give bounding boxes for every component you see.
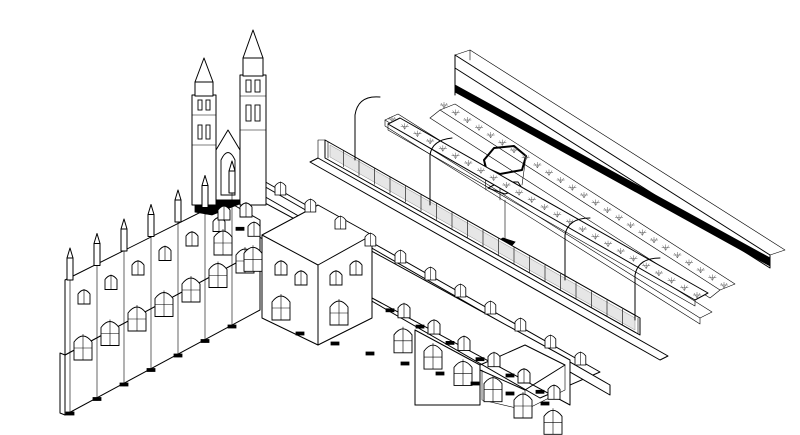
plant-mark (684, 259, 694, 266)
plant-mark (708, 274, 717, 281)
arch-mark (574, 351, 587, 366)
foot-mark (535, 389, 545, 394)
bigarch-mark (513, 391, 533, 419)
bigarch-mark (483, 375, 503, 403)
foot-mark (445, 340, 455, 345)
arch-mark (304, 198, 317, 213)
plant-mark (521, 154, 530, 161)
foot-mark (540, 401, 550, 406)
plant-mark (626, 221, 635, 229)
foot-mark (505, 391, 515, 396)
planter-rail-upper-layer (429, 103, 736, 299)
pinnacle-mark (66, 247, 74, 281)
pinnacle-mark (174, 189, 182, 223)
plant-mark (509, 146, 519, 154)
foot-mark (400, 361, 410, 366)
plant-mark (661, 244, 670, 251)
foot-mark (475, 357, 485, 362)
foot-mark (415, 324, 425, 329)
plant-mark (579, 191, 589, 199)
foot-mark (235, 226, 245, 231)
foot-mark (365, 351, 375, 356)
foot-mark (385, 308, 395, 313)
back-wall-layer (454, 49, 786, 269)
bigarch-mark (393, 326, 413, 354)
plant-mark (556, 176, 565, 184)
plant-mark (568, 184, 577, 191)
lamp-posts (354, 96, 661, 321)
plant-mark (614, 214, 624, 221)
planter-rail-lower-layer (387, 101, 729, 307)
pinnacle-mark (147, 204, 155, 237)
foot-mark (505, 373, 515, 378)
tower-right (239, 29, 267, 206)
glazed-gallery-layer (309, 139, 669, 361)
foot-mark (470, 381, 480, 386)
foot-mark (205, 210, 215, 215)
arch-mark (484, 300, 497, 315)
cloister-building-layer (59, 29, 611, 435)
plant-mark (451, 109, 460, 116)
arch-mark (514, 317, 527, 332)
arch-mark (424, 266, 437, 281)
plant-mark (603, 206, 612, 214)
foot-mark (435, 371, 445, 376)
plant-mark (673, 251, 682, 259)
pinnacle-mark (120, 218, 128, 252)
plant-mark (533, 161, 542, 169)
plant-mark (463, 116, 472, 124)
foot-mark (295, 331, 305, 336)
plant-mark (649, 236, 659, 244)
pinnacle-mark (93, 233, 101, 266)
arch-mark (274, 181, 287, 196)
plant-mark (696, 266, 705, 274)
plant-mark (638, 229, 647, 236)
arch-mark (394, 249, 407, 264)
arch-mark (454, 283, 467, 298)
plant-mark (486, 131, 495, 139)
plant-mark (498, 139, 507, 146)
plant-mark (474, 124, 484, 131)
plant-mark (591, 199, 600, 206)
bigarch-mark (543, 407, 563, 435)
arch-mark (544, 334, 557, 349)
foot-mark (330, 341, 340, 346)
tower-left (191, 57, 217, 206)
plant-mark (544, 169, 554, 176)
